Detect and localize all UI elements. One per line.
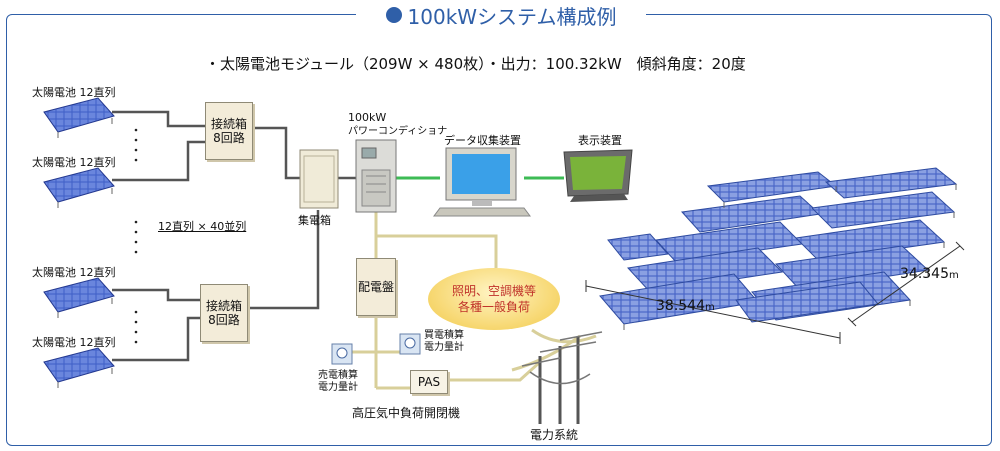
computer-icon [433, 147, 531, 217]
dimension-lines [585, 241, 965, 344]
pcs-label: パワーコンディショナ [348, 126, 448, 137]
dimension-depth: 34.345m [900, 266, 959, 282]
sell-meter-line-1: 売電積算 [318, 370, 358, 381]
buy-meter-line-2: 電力量計 [424, 342, 464, 353]
bullet-icon [385, 7, 402, 23]
display-icon [563, 149, 633, 202]
display-device-label: 表示装置 [578, 134, 622, 147]
solar-panel-1 [43, 97, 115, 138]
grid-label: 電力系統 [530, 428, 579, 442]
power-conditioner-icon [355, 139, 397, 213]
array-config-label: 12直列 × 40並列 [158, 220, 247, 233]
junction-box-label: 接続箱 [205, 299, 242, 313]
buy-meter-label: 買電積算 電力量計 [424, 330, 464, 354]
general-load: 照明、空調機等 各種一般負荷 [428, 268, 560, 330]
panel-label-4: 太陽電池 12直列 [32, 336, 116, 349]
ellipsis-dots [134, 128, 138, 344]
diagram-title: 100kWシステム構成例 [407, 4, 617, 29]
distribution-panel: 配電盤 [356, 258, 396, 316]
pcs-rating: 100kW [348, 111, 387, 124]
dimension-width: 38.544m [656, 298, 715, 314]
pas-description: 高圧気中負荷開閉機 [352, 406, 461, 420]
dimension-unit: m [949, 270, 959, 281]
collector-box-icon [299, 149, 339, 209]
sell-meter-icon [331, 343, 353, 365]
panel-label-3: 太陽電池 12直列 [32, 266, 116, 279]
pas-label: PAS [417, 375, 441, 389]
ac-wiring [352, 212, 597, 390]
solar-panel-3 [43, 277, 115, 318]
dimension-unit: m [705, 302, 715, 313]
buy-meter-line-1: 買電積算 [424, 330, 464, 341]
junction-box-1: 接続箱 8回路 [205, 102, 253, 160]
junction-box-label: 接続箱 [210, 117, 247, 131]
distribution-panel-label: 配電盤 [357, 280, 394, 294]
load-line-2: 各種一般負荷 [457, 300, 530, 314]
sell-meter-line-2: 電力量計 [318, 382, 358, 393]
collector-box-label: 集電箱 [298, 214, 331, 227]
dc-wiring [112, 110, 356, 362]
panel-label-2: 太陽電池 12直列 [32, 156, 116, 169]
title-block: 100kWシステム構成例 [356, 2, 646, 29]
load-line-1: 照明、空調機等 [451, 284, 536, 298]
system-spec: ・太陽電池モジュール（209W × 480枚）・出力：100.32kW 傾斜角度… [205, 55, 746, 73]
solar-panel-4 [43, 347, 115, 388]
solar-panel-2 [43, 167, 115, 208]
junction-box-circuits: 8回路 [208, 313, 240, 327]
junction-box-circuits: 8回路 [213, 131, 245, 145]
panel-label-1: 太陽電池 12直列 [32, 86, 116, 99]
pas-switch: PAS [410, 370, 448, 394]
dimension-depth-value: 34.345 [900, 266, 949, 282]
buy-meter-icon [399, 333, 421, 355]
sell-meter-label: 売電積算 電力量計 [318, 370, 358, 394]
junction-box-2: 接続箱 8回路 [200, 284, 248, 342]
solar-array-field [599, 167, 958, 330]
dimension-width-value: 38.544 [656, 298, 705, 314]
data-collector-label: データ収集装置 [444, 134, 521, 147]
